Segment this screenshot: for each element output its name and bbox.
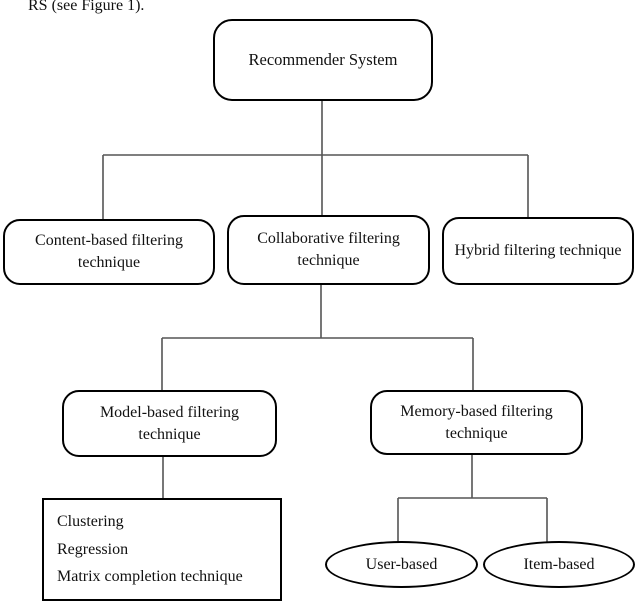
node-memory-based-filtering-label: Memory-based filtering technique	[400, 402, 553, 442]
node-hybrid-filtering-label: Hybrid filtering technique	[454, 242, 622, 259]
node-recommender-system-label: Recommender System	[248, 50, 398, 69]
node-model-based-filtering: Model-based filtering technique	[62, 390, 277, 457]
node-item-based-label: Item-based	[523, 555, 595, 573]
node-item-based: Item-based	[483, 541, 635, 588]
edge-root-to-row2	[102, 101, 529, 220]
edge-memory-to-types	[397, 454, 548, 542]
node-content-based-filtering: Content-based filtering technique	[3, 219, 215, 285]
node-model-based-methods-list: Clustering Regression Matrix completion …	[42, 498, 282, 601]
node-model-based-filtering-label: Model-based filtering technique	[99, 403, 240, 443]
method-item-matrix-completion: Matrix completion technique	[57, 568, 243, 586]
node-collaborative-filtering-label: Collaborative filtering technique	[257, 230, 400, 269]
figure-caption: RS (see Figure 1).	[28, 0, 145, 14]
node-user-based-label: User-based	[365, 555, 438, 573]
node-user-based: User-based	[325, 541, 478, 588]
node-memory-based-filtering: Memory-based filtering technique	[370, 390, 583, 455]
node-collaborative-filtering: Collaborative filtering technique	[227, 215, 430, 285]
node-recommender-system: Recommender System	[213, 19, 433, 101]
edge-collaborative-to-row3	[161, 285, 474, 391]
method-item-regression: Regression	[57, 540, 129, 558]
node-content-based-filtering-label: Content-based filtering technique	[35, 232, 183, 271]
method-item-clustering: Clustering	[57, 512, 124, 530]
node-hybrid-filtering: Hybrid filtering technique	[442, 217, 634, 285]
